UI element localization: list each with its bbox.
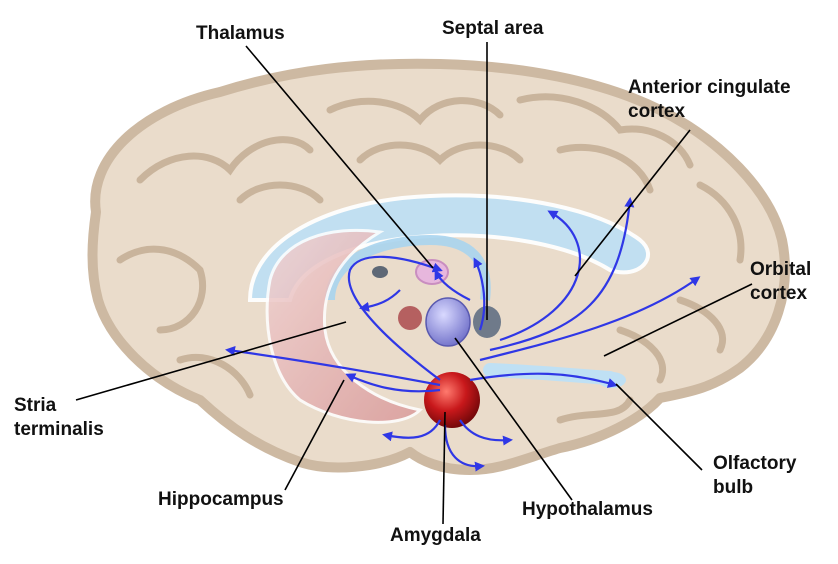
label-orbital-line-1: Orbital (750, 259, 812, 280)
gyri-folds (116, 93, 745, 424)
leader-lines (75, 42, 753, 525)
leader-hypothalamus (454, 337, 573, 501)
pathway-arrow (469, 372, 618, 388)
label-stria-line-2: terminalis (14, 419, 104, 440)
label-septal-area-text: Septal area (442, 18, 544, 39)
pathway-arrow (459, 419, 513, 446)
label-thalamus-text: Thalamus (196, 23, 285, 44)
small-nucleus (372, 266, 388, 278)
pathway-arrow (479, 276, 701, 362)
label-anterior-cingulate-line-1: Anterior cingulate (628, 77, 791, 98)
leader-orbital-cortex (603, 283, 753, 357)
neural-pathways (225, 197, 701, 472)
label-olfactory-line-1: Olfactory (713, 453, 797, 474)
pathway-arrow (473, 257, 486, 331)
leader-amygdala (442, 411, 446, 525)
leader-stria-terminalis (75, 321, 347, 401)
label-stria-line-1: Stria (14, 395, 57, 416)
leader-anterior-cingulate (574, 129, 691, 277)
label-orbital-line-2: cortex (750, 283, 808, 304)
label-olfactory-bulb: Olfactory bulb (713, 452, 796, 500)
hypothalamus-structure (425, 297, 471, 347)
amygdala-structure (424, 372, 480, 428)
pathway-arrow (225, 346, 441, 387)
label-olfactory-line-2: bulb (713, 477, 754, 498)
leader-thalamus (245, 45, 434, 269)
pathway-arrow (443, 424, 485, 472)
label-hippocampus-text: Hippocampus (158, 489, 284, 510)
leader-olfactory-bulb (615, 383, 703, 471)
mammillary-body (398, 306, 422, 330)
label-anterior-cingulate-line-2: cortex (628, 101, 686, 122)
label-hippocampus: Hippocampus (158, 488, 284, 512)
label-stria-terminalis: Stria terminalis (14, 394, 104, 442)
label-amygdala: Amygdala (390, 524, 481, 548)
label-hypothalamus-text: Hypothalamus (522, 499, 653, 520)
pathway-arrow (359, 289, 401, 312)
label-septal-area: Septal area (442, 17, 543, 41)
label-orbital-cortex: Orbital cortex (750, 258, 811, 306)
label-anterior-cingulate-cortex: Anterior cingulate cortex (628, 76, 791, 124)
pathway-arrow (382, 419, 441, 442)
label-hypothalamus: Hypothalamus (522, 498, 653, 522)
pathway-arrow (434, 269, 471, 301)
label-thalamus: Thalamus (196, 22, 285, 46)
pathway-arrow (489, 197, 635, 352)
leader-hippocampus (284, 379, 345, 491)
label-amygdala-text: Amygdala (390, 525, 481, 546)
pathway-arrow (345, 373, 441, 393)
pathway-arrow (347, 255, 443, 381)
pathway-arrow (499, 210, 582, 342)
olfactory-bulb-structure (598, 372, 626, 388)
